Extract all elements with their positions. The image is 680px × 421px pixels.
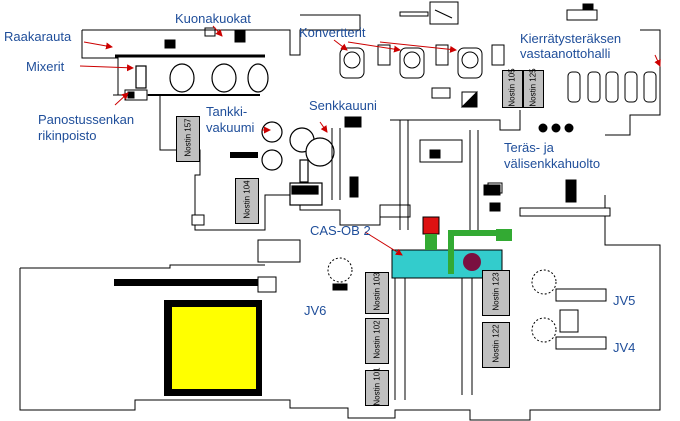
label-jv5: JV5 (613, 293, 636, 308)
label-panostus-2: rikinpoisto (38, 128, 97, 143)
crane-label: Nostin 123 (491, 272, 501, 311)
crane-label: Nostin 101 (372, 367, 382, 406)
crane-nostin-102: Nostin 102 (365, 318, 389, 364)
label-kierratys-2: vastaanottohalli (520, 46, 611, 61)
misc-equipment (115, 1, 611, 263)
crane-nostin-104: Nostin 104 (235, 178, 259, 224)
label-jv6: JV6 (304, 303, 327, 318)
continuous-casters (327, 257, 607, 350)
label-tankki-1: Tankki- (206, 104, 248, 119)
crane-nostin-123: Nostin 123 (482, 270, 510, 316)
label-arrows (79, 25, 661, 256)
crane-nostin-157: Nostin 157 (176, 116, 200, 162)
crane-nostin-125: Nostin 125 (523, 68, 544, 108)
label-mixerit: Mixerit (26, 59, 65, 74)
crane-label: Nostin 103 (372, 272, 382, 311)
label-konvertterit: Konvertterit (299, 25, 366, 40)
label-senkkauuni: Senkkauuni (309, 98, 377, 113)
crane-label: Nostin 122 (491, 324, 501, 363)
label-cas-ob: CAS-OB 2 (310, 223, 371, 238)
crane-label: Nostin 104 (242, 180, 252, 219)
crane-nostin-103: Nostin 103 (365, 272, 389, 314)
mixers (135, 63, 269, 93)
crane-label: Nostin 105 (507, 68, 517, 107)
label-jv4: JV4 (613, 340, 636, 355)
crane-label: Nostin 125 (528, 68, 538, 107)
crane-nostin-101: Nostin 101 (365, 367, 389, 406)
label-kierratys-1: Kierrätysteräksen (520, 31, 622, 46)
label-raakarauta: Raakarauta (4, 29, 72, 44)
label-tankki-2: vakuumi (206, 120, 255, 135)
crane-nostin-122: Nostin 122 (482, 322, 510, 368)
crane-label: Nostin 102 (372, 320, 382, 359)
crane-nostin-105: Nostin 105 (502, 68, 523, 108)
label-panostus-1: Panostussenkan (38, 112, 135, 127)
converters (339, 44, 505, 79)
label-teras-1: Teräs- ja (504, 140, 554, 155)
tank-vacuum-and-ladle-furnace (230, 121, 335, 206)
building-outline (19, 14, 661, 421)
recycle-ladles (538, 71, 657, 133)
yellow-storage-area (114, 276, 277, 396)
label-kuonakuokat: Kuonakuokat (175, 11, 251, 26)
rails (331, 120, 479, 400)
label-teras-2: välisenkkahuolto (504, 156, 601, 171)
crane-label: Nostin 157 (183, 118, 193, 157)
